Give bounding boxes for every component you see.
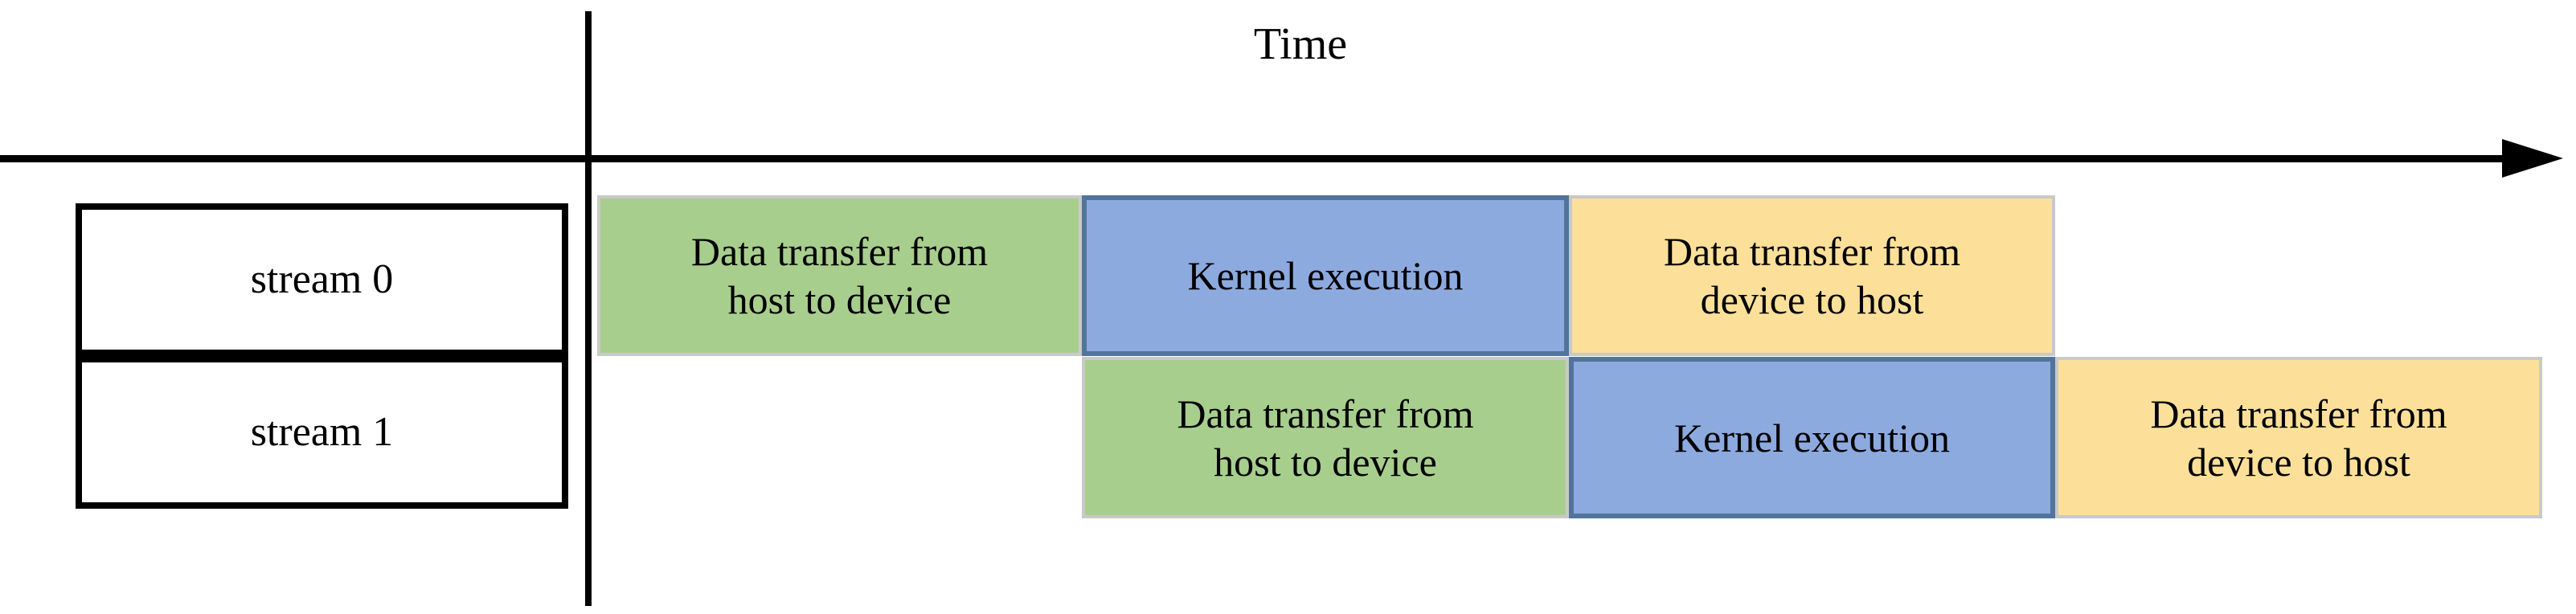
stream-0-kernel-execution-block: Kernel execution xyxy=(1082,195,1569,356)
stream-label-box-1: stream 1 xyxy=(76,356,568,509)
time-axis-arrowhead-icon xyxy=(2502,139,2563,178)
stream-1-data-transfer-device-to-host-block: Data transfer from device to host xyxy=(2055,357,2542,518)
stream-1-data-transfer-host-to-device-block: Data transfer from host to device xyxy=(1082,357,1569,518)
block-label: Data transfer from device to host xyxy=(1663,229,1961,322)
stream-label-column: stream 0 stream 1 xyxy=(76,203,568,509)
block-label: Data transfer from device to host xyxy=(2150,391,2447,485)
block-label: Data transfer from host to device xyxy=(690,229,989,322)
stream-0-label: stream 0 xyxy=(250,256,394,302)
stream-0-data-transfer-device-to-host-block: Data transfer from device to host xyxy=(1569,195,2055,356)
time-axis-line xyxy=(0,155,2508,162)
stream-0-data-transfer-host-to-device-block: Data transfer from host to device xyxy=(597,195,1082,356)
block-label: Kernel execution xyxy=(1674,415,1950,460)
stream-label-box-0: stream 0 xyxy=(76,203,568,356)
stream-1-label: stream 1 xyxy=(250,409,394,455)
origin-axis-line xyxy=(585,11,592,606)
block-label: Data transfer from host to device xyxy=(1177,391,1474,485)
block-label: Kernel execution xyxy=(1187,253,1464,298)
stream-1-kernel-execution-block: Kernel execution xyxy=(1569,357,2055,518)
time-axis-label: Time xyxy=(1253,19,1348,69)
